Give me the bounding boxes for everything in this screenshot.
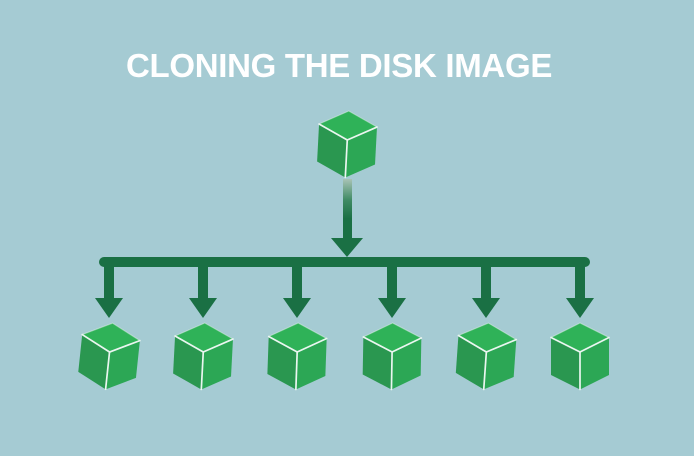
branch-clone-1 [77,257,141,397]
branch-arrow-icon [566,298,594,318]
clone-cube-icon [169,320,237,393]
branch-arrow-stem [104,257,114,298]
down-arrow-stem [343,179,352,240]
branch-arrow-icon [377,298,406,318]
clone-cube-icon [74,319,145,395]
branch-arrow-icon [283,298,312,318]
branch-clone-6 [548,257,612,397]
clone-cube-icon [264,321,330,393]
branch-clone-5 [454,257,518,397]
branch-clone-3 [265,257,329,397]
clone-cube-icon [451,320,520,394]
master-disk-cube-icon [313,108,381,181]
down-arrow-icon [331,238,363,257]
branch-arrow-stem [292,257,303,298]
clone-cube-icon [359,321,424,392]
branch-arrow-stem [480,257,491,298]
branch-clone-2 [171,257,235,397]
branch-arrow-icon [95,298,123,318]
clone-cube-icon [548,322,612,392]
branch-arrow-stem [386,257,397,298]
distribution-connector-bar [99,257,590,267]
branch-arrow-stem [575,257,585,298]
diagram-title: CLONING THE DISK IMAGE [125,47,553,84]
branch-arrow-stem [198,257,209,298]
branch-clone-4 [360,257,424,397]
branch-arrow-icon [471,298,500,318]
branch-arrow-icon [189,298,218,318]
